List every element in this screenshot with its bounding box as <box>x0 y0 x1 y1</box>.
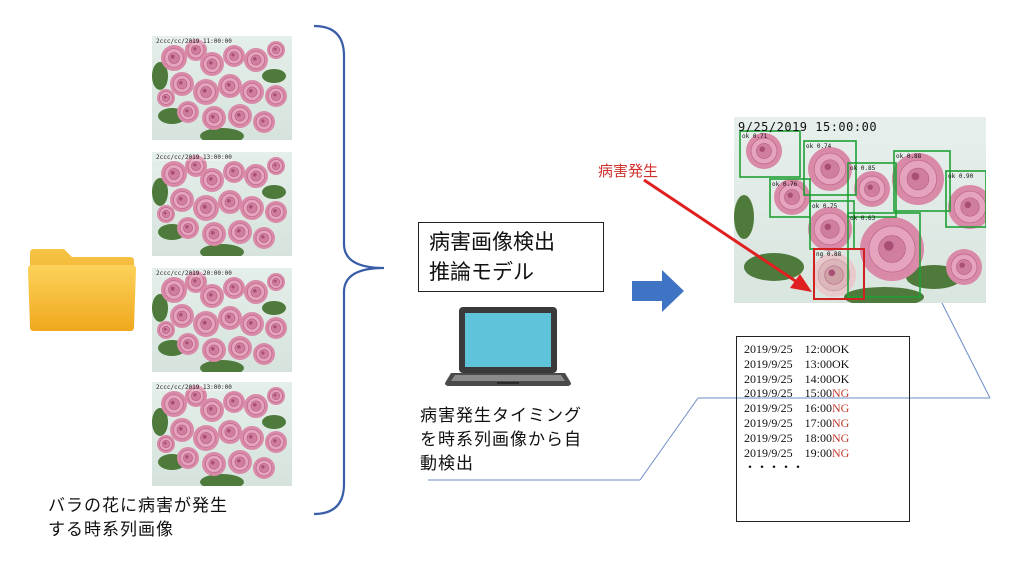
log-time: 17:00 <box>805 416 832 430</box>
log-row: 2019/9/25 16:00NG <box>744 401 909 416</box>
log-row: 2019/9/25 13:00OK <box>744 357 909 372</box>
log-time: 13:00 <box>805 357 832 371</box>
log-status: NG <box>832 401 849 415</box>
detection-log: 2019/9/2512:00OK2019/9/2513:00OK2019/9/2… <box>736 336 910 522</box>
log-row: 2019/9/25 19:00NG <box>744 446 909 461</box>
log-ellipsis: ・・・・・ <box>744 460 909 475</box>
log-time: 19:00 <box>805 446 832 460</box>
log-date: 2019/9/25 <box>744 431 793 445</box>
log-time: 12:00 <box>805 342 832 356</box>
log-status: NG <box>832 416 849 430</box>
log-status: OK <box>832 372 849 386</box>
log-time: 18:00 <box>805 431 832 445</box>
log-date: 2019/9/25 <box>744 401 793 415</box>
log-row: 2019/9/25 15:00NG <box>744 386 909 401</box>
log-date: 2019/9/25 <box>744 416 793 430</box>
log-status: NG <box>832 431 849 445</box>
log-date: 2019/9/25 <box>744 446 793 460</box>
log-date: 2019/9/25 <box>744 357 793 371</box>
log-row: 2019/9/25 12:00OK <box>744 342 909 357</box>
log-date: 2019/9/25 <box>744 386 793 400</box>
log-time: 16:00 <box>805 401 832 415</box>
log-status: OK <box>832 357 849 371</box>
log-status: OK <box>832 342 849 356</box>
log-date: 2019/9/25 <box>744 342 793 356</box>
log-date: 2019/9/25 <box>744 372 793 386</box>
log-row: 2019/9/25 14:00OK <box>744 372 909 387</box>
log-row: 2019/9/25 18:00NG <box>744 431 909 446</box>
log-time: 15:00 <box>805 386 832 400</box>
log-time: 14:00 <box>805 372 832 386</box>
log-row: 2019/9/25 17:00NG <box>744 416 909 431</box>
log-status: NG <box>832 386 849 400</box>
log-status: NG <box>832 446 849 460</box>
